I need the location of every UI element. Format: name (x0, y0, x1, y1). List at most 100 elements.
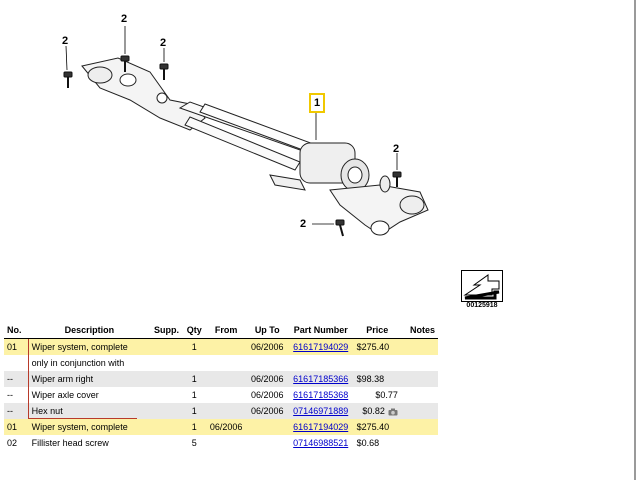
cell-supp (150, 338, 183, 355)
cell-notes (400, 371, 438, 387)
callout-2-bottom: 2 (300, 218, 307, 230)
part-number-link[interactable]: 61617194029 (293, 422, 349, 432)
cell-supp (150, 419, 183, 435)
table-row[interactable]: -- Hex nut 1 06/2006 07146971889 $0.82 (4, 403, 438, 419)
col-notes: Notes (400, 321, 438, 339)
col-price: Price (353, 321, 401, 339)
cell-part-number: 61617185368 (288, 387, 354, 403)
cell-price: $275.40 (353, 338, 401, 355)
cell-part-number: 61617194029 (287, 338, 354, 355)
cell-supp (150, 371, 183, 387)
col-from: From (205, 321, 247, 339)
cell-notes (401, 387, 438, 403)
cell-qty (183, 355, 206, 371)
col-up-to: Up To (246, 321, 288, 339)
cell-no: -- (7, 390, 13, 400)
cell-description: Fillister head screw (31, 438, 109, 448)
cell-qty: 1 (182, 419, 206, 435)
col-part-number: Part Number (287, 321, 354, 339)
crank-arm-shape (269, 174, 306, 191)
cell-no: -- (4, 403, 29, 419)
cell-up-to (247, 435, 288, 451)
right-bracket-shape (329, 184, 429, 236)
part-number-link[interactable]: 07146988521 (293, 438, 349, 448)
cell-supp (150, 355, 183, 371)
part-number-link[interactable]: 61617194029 (293, 342, 349, 352)
screw-mid (159, 63, 169, 80)
cell-from (206, 387, 247, 403)
table-row: only in conjunction with (4, 355, 438, 371)
left-bracket-shape (81, 57, 206, 131)
cell-notes (401, 355, 438, 371)
callout-2-top: 2 (121, 13, 128, 25)
cell-description: Wiper system, complete (28, 338, 151, 355)
part-number-link[interactable]: 07146971889 (293, 406, 349, 416)
price-value: $0.82 (362, 406, 385, 416)
cell-price: $98.38 (353, 371, 401, 387)
cell-notes (401, 435, 438, 451)
table-row[interactable]: -- Wiper arm right 1 06/2006 61617185366… (4, 371, 438, 387)
cell-qty: 1 (182, 371, 206, 387)
table-row[interactable]: 01 Wiper system, complete 1 06/2006 6161… (4, 419, 438, 435)
screw-bottom (335, 219, 345, 237)
cell-notes (400, 403, 438, 419)
col-qty: Qty (182, 321, 206, 339)
cell-part-number: 07146988521 (288, 435, 354, 451)
cell-supp (150, 435, 183, 451)
screw-left (63, 71, 73, 88)
col-supp: Supp. (150, 321, 183, 339)
callout-2-right: 2 (393, 143, 400, 155)
cell-qty: 1 (191, 390, 197, 400)
cell-qty: 1 (182, 338, 206, 355)
cell-supp (150, 403, 183, 419)
cell-part-number: 61617194029 (287, 419, 354, 435)
diagram-id: 00125918 (466, 302, 498, 309)
callout-2-left: 2 (62, 35, 69, 47)
cell-up-to: 06/2006 (246, 371, 288, 387)
cell-from (205, 338, 247, 355)
left-pivot-shape (87, 66, 113, 84)
cell-description: Wiper system, complete (28, 419, 151, 435)
screw-right (392, 171, 402, 187)
reference-arrow-box (461, 270, 503, 302)
cell-from (206, 355, 247, 371)
cell-part-number (288, 355, 354, 371)
table-row[interactable]: 02 Fillister head screw 5 07146988521 $0… (4, 435, 438, 451)
cell-description: only in conjunction with (31, 358, 125, 368)
cell-price: $0.82 (353, 403, 401, 419)
cell-up-to: 06/2006 (246, 403, 288, 419)
part-number-link[interactable]: 61617185368 (293, 390, 349, 400)
cell-notes (400, 338, 438, 355)
cell-qty: 5 (191, 438, 197, 448)
cell-no: -- (4, 371, 29, 387)
cell-description: Wiper arm right (28, 371, 151, 387)
cell-from (206, 435, 247, 451)
cell-no: 02 (7, 438, 18, 448)
parts-diagram (63, 26, 429, 237)
cell-up-to: 06/2006 (250, 390, 284, 400)
cell-up-to (246, 419, 288, 435)
arrow-reference-icon (463, 274, 500, 300)
cell-up-to (247, 355, 288, 371)
col-description: Description (28, 321, 151, 339)
cell-description: Wiper axle cover (31, 390, 99, 400)
table-row[interactable]: -- Wiper axle cover 1 06/2006 6161718536… (4, 387, 438, 403)
cell-supp (150, 387, 183, 403)
cell-description: Hex nut (28, 403, 151, 419)
callout-1-highlight[interactable]: 1 (309, 93, 325, 113)
cell-price: $0.77 (375, 390, 398, 400)
cell-notes (400, 419, 438, 435)
col-no: No. (4, 321, 29, 339)
right-pivot-shape (399, 195, 425, 215)
callout-2-mid: 2 (160, 37, 167, 49)
part-number-link[interactable]: 61617185366 (293, 374, 349, 384)
screw-top (120, 55, 130, 72)
cell-price (354, 355, 401, 371)
camera-icon[interactable] (388, 408, 398, 416)
table-row[interactable]: 01 Wiper system, complete 1 06/2006 6161… (4, 338, 438, 355)
parts-table: No. Description Supp. Qty From Up To Par… (4, 321, 438, 451)
bracket-hole-shape (119, 73, 137, 87)
cell-qty: 1 (182, 403, 206, 419)
cell-price: $0.68 (356, 438, 380, 448)
cell-from (205, 371, 247, 387)
